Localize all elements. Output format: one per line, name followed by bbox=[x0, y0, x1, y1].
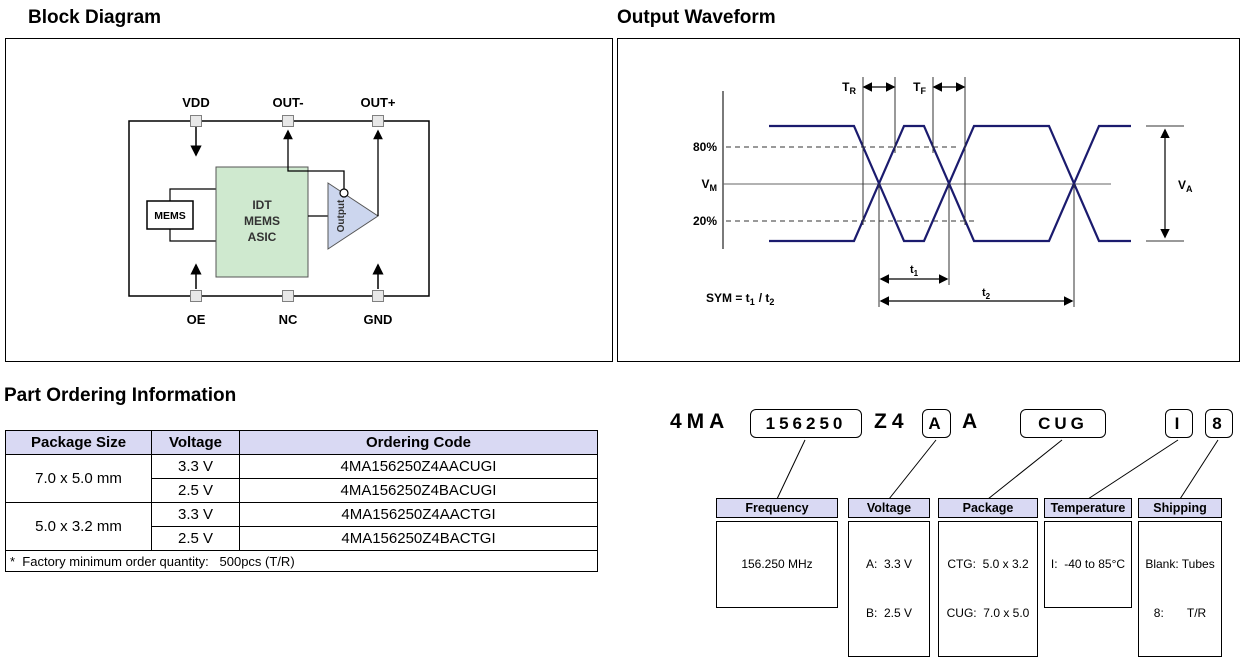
package-size-cell: 7.0 x 5.0 mm bbox=[5, 454, 152, 503]
voltage-cell: 2.5 V bbox=[151, 526, 240, 551]
col-header-voltage: Voltage bbox=[151, 430, 240, 455]
output-waveform-title: Output Waveform bbox=[617, 7, 776, 28]
footnote: * Factory minimum order quantity: 500pcs… bbox=[5, 550, 598, 572]
tf-label: TF bbox=[913, 80, 926, 96]
ordering-code-cell: 4MA156250Z4BACUGI bbox=[239, 478, 598, 503]
level-20-label: 20% bbox=[693, 214, 717, 228]
category-temperature: Temperature I: -40 to 85°C bbox=[1044, 498, 1132, 608]
pin-label-gnd: GND bbox=[364, 312, 393, 327]
temperature-code-box: I bbox=[1165, 409, 1193, 438]
category-shipping-value: 8: T/R bbox=[1153, 605, 1207, 620]
package-code-box: CUG bbox=[1020, 409, 1106, 438]
category-package-value: CUG: 7.0 x 5.0 bbox=[946, 605, 1030, 620]
leader-shipping bbox=[1179, 439, 1219, 500]
category-package-header: Package bbox=[938, 498, 1038, 518]
rev-code: A bbox=[962, 410, 983, 433]
voltage-code-box: A bbox=[922, 409, 951, 438]
category-shipping-header: Shipping bbox=[1138, 498, 1222, 518]
category-voltage: Voltage A: 3.3 V B: 2.5 V bbox=[848, 498, 930, 657]
category-frequency: Frequency 156.250 MHz bbox=[716, 498, 838, 608]
asic-line-1: IDT bbox=[252, 198, 272, 212]
pin-pad-nc bbox=[282, 290, 294, 302]
t2-label: t2 bbox=[982, 287, 991, 301]
leader-package bbox=[987, 439, 1063, 500]
pin-label-nc: NC bbox=[279, 312, 298, 327]
frequency-code-box: 156250 bbox=[750, 409, 862, 438]
col-header-package-size: Package Size bbox=[5, 430, 152, 455]
part-mid-code: Z4 bbox=[874, 410, 909, 433]
category-shipping-value: Blank: Tubes bbox=[1145, 557, 1215, 572]
pin-label-vdd: VDD bbox=[182, 95, 209, 110]
part-prefix: 4MA bbox=[670, 410, 730, 433]
decoder-leader-lines bbox=[776, 439, 1219, 500]
leader-temperature bbox=[1087, 439, 1179, 500]
category-package: Package CTG: 5.0 x 3.2 CUG: 7.0 x 5.0 bbox=[938, 498, 1038, 657]
category-package-value: CTG: 5.0 x 3.2 bbox=[947, 557, 1029, 572]
t1-label: t1 bbox=[910, 264, 919, 278]
block-diagram-figure: VDD OUT- OUT+ OE NC GND MEMS bbox=[128, 95, 430, 327]
inversion-tap-circle bbox=[339, 188, 349, 198]
part-number-decoder: 4MA 156250 Z4 A A CUG I 8 Frequency 156.… bbox=[660, 398, 1240, 657]
table-row: 2.5 V 4MA156250Z4BACTGI bbox=[6, 526, 598, 551]
ordering-code-cell: 4MA156250Z4BACTGI bbox=[239, 526, 598, 551]
ordering-code-cell: 4MA156250Z4AACTGI bbox=[239, 502, 598, 527]
table-header-row: Package Size Voltage Ordering Code bbox=[5, 430, 598, 455]
mems-wire-top bbox=[169, 188, 216, 201]
mems-wire-bottom bbox=[169, 229, 216, 242]
category-frequency-value: 156.250 MHz bbox=[741, 557, 813, 572]
output-waveform-panel: 80% VM 20% TR TF VA bbox=[617, 38, 1240, 362]
waveform-trace-negative bbox=[769, 124, 1131, 243]
mems-block bbox=[146, 200, 194, 230]
asic-block bbox=[215, 166, 309, 278]
part-ordering-title: Part Ordering Information bbox=[4, 385, 237, 406]
pin-label-out-minus: OUT- bbox=[272, 95, 303, 110]
tr-label: TR bbox=[842, 80, 856, 96]
output-amp-label: Output bbox=[336, 199, 347, 232]
pin-label-out-plus: OUT+ bbox=[360, 95, 395, 110]
ordering-table: Package Size Voltage Ordering Code 7.0 x… bbox=[5, 430, 598, 572]
pin-label-oe: OE bbox=[187, 312, 206, 327]
leader-voltage bbox=[888, 439, 937, 500]
category-temperature-value: I: -40 to 85°C bbox=[1050, 557, 1126, 572]
waveform-figure: 80% VM 20% TR TF VA bbox=[693, 77, 1193, 307]
table-row: 2.5 V 4MA156250Z4BACUGI bbox=[6, 478, 598, 503]
asic-line-2: MEMS bbox=[244, 214, 280, 228]
table-row: 7.0 x 5.0 mm 3.3 V 4MA156250Z4AACUGI bbox=[5, 454, 598, 503]
category-voltage-value: A: 3.3 V bbox=[865, 557, 913, 572]
col-header-ordering-code: Ordering Code bbox=[239, 430, 598, 455]
vm-label: VM bbox=[701, 177, 717, 193]
asic-line-3: ASIC bbox=[248, 230, 277, 244]
category-temperature-header: Temperature bbox=[1044, 498, 1132, 518]
block-diagram-panel: VDD OUT- OUT+ OE NC GND MEMS bbox=[5, 38, 613, 362]
pin-pad-gnd bbox=[372, 290, 384, 302]
category-voltage-value: B: 2.5 V bbox=[865, 605, 913, 620]
voltage-cell: 2.5 V bbox=[151, 478, 240, 503]
output-amp-triangle bbox=[327, 182, 379, 250]
pin-pad-oe bbox=[190, 290, 202, 302]
out-minus-wire bbox=[283, 129, 345, 189]
pin-pad-out-plus bbox=[372, 115, 384, 127]
device-outline bbox=[128, 120, 430, 297]
va-label: VA bbox=[1178, 178, 1193, 194]
leader-frequency bbox=[776, 439, 806, 500]
table-footnote-row: * Factory minimum order quantity: 500pcs… bbox=[5, 550, 598, 572]
table-row: 5.0 x 3.2 mm 3.3 V 4MA156250Z4AACTGI bbox=[5, 502, 598, 551]
pin-pad-out-minus bbox=[282, 115, 294, 127]
voltage-cell: 3.3 V bbox=[151, 454, 240, 479]
shipping-code-box: 8 bbox=[1205, 409, 1233, 438]
pin-pad-vdd bbox=[190, 115, 202, 127]
block-diagram-title: Block Diagram bbox=[28, 7, 162, 28]
mems-label: MEMS bbox=[154, 210, 186, 222]
ordering-code-cell: 4MA156250Z4AACUGI bbox=[239, 454, 598, 479]
voltage-cell: 3.3 V bbox=[151, 502, 240, 527]
package-size-cell: 5.0 x 3.2 mm bbox=[5, 502, 152, 551]
sym-formula: SYM = t1/ t2 bbox=[706, 291, 774, 307]
level-80-label: 80% bbox=[693, 140, 717, 154]
category-voltage-header: Voltage bbox=[848, 498, 930, 518]
category-frequency-header: Frequency bbox=[716, 498, 838, 518]
category-shipping: Shipping Blank: Tubes 8: T/R bbox=[1138, 498, 1222, 657]
